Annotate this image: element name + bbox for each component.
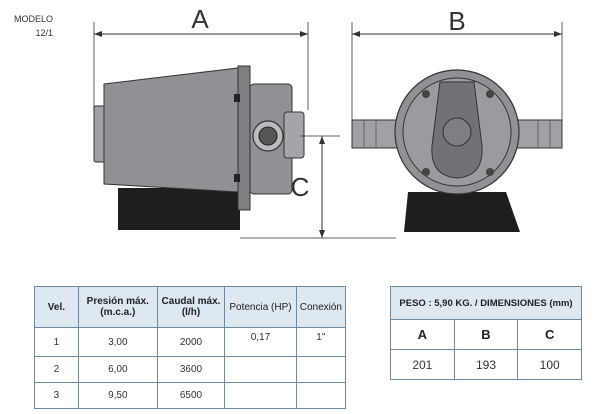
selector-hub: [442, 117, 472, 147]
pump-flange: [237, 65, 251, 211]
flange-bolt-top: [234, 94, 240, 102]
motor-body: [103, 67, 239, 193]
cell-conexion: 1": [295, 327, 347, 357]
table-row: 2 6,00 3600: [34, 356, 347, 383]
dimension-b-arrow-right: [554, 31, 562, 37]
header-potencia: Potencia (HP): [224, 286, 297, 328]
cell-presion: 9,50: [77, 382, 158, 409]
cell-caudal: 2000: [156, 327, 226, 357]
cell-vel: 2: [34, 356, 79, 383]
cell-potencia: [224, 382, 297, 409]
dims-header-a: A: [390, 319, 455, 350]
cell-vel: 3: [34, 382, 79, 409]
cover-bolt: [486, 168, 494, 176]
dimension-c-arrow-bottom: [319, 230, 325, 238]
cell-conexion: [295, 382, 347, 409]
dims-header-row: A B C: [390, 319, 582, 350]
header-conexion: Conexión: [295, 286, 347, 328]
cover-bolt: [422, 90, 430, 98]
pump-drawing: A C B: [93, 4, 563, 239]
dimension-a-arrow-left: [94, 31, 102, 37]
header-caudal: Caudal máx. (l/h): [156, 286, 226, 328]
dims-title-row: PESO : 5,90 KG. / DIMENSIONES (mm): [390, 286, 582, 320]
dimensions-table: PESO : 5,90 KG. / DIMENSIONES (mm) A B C…: [390, 286, 582, 380]
dims-values-row: 201 193 100: [390, 349, 582, 380]
specs-table: Vel. Presión máx. (m.c.a.) Caudal máx. (…: [34, 286, 347, 409]
dimension-c-label: C: [291, 172, 310, 202]
pump-outlet: [283, 111, 305, 159]
dimension-b-arrow-left: [352, 31, 360, 37]
dimension-a-label: A: [191, 4, 209, 34]
cover-bolt: [486, 90, 494, 98]
dims-header-b: B: [453, 319, 519, 350]
cell-vel: 1: [34, 327, 79, 357]
model-number: 12/1: [35, 28, 54, 38]
cell-potencia: [224, 356, 297, 383]
pump-port-inner: [258, 126, 278, 146]
dims-value-b: 193: [453, 349, 519, 380]
cell-caudal: 6500: [156, 382, 226, 409]
cell-caudal: 3600: [156, 356, 226, 383]
table-row: 1 3,00 2000 0,17 1": [34, 327, 347, 357]
cell-presion: 6,00: [77, 356, 158, 383]
dimension-b-label: B: [448, 6, 465, 36]
front-base: [404, 192, 520, 232]
table-row: 3 9,50 6500: [34, 382, 347, 409]
specs-header-row: Vel. Presión máx. (m.c.a.) Caudal máx. (…: [34, 286, 347, 328]
dimension-a-arrow-right: [300, 31, 308, 37]
cell-conexion: [295, 356, 347, 383]
dims-header-c: C: [517, 319, 582, 350]
model-title: MODELO: [14, 14, 54, 24]
pump-side-view: A C: [93, 4, 396, 239]
pump-front-view: B: [351, 6, 563, 232]
cell-presion: 3,00: [77, 327, 158, 357]
cell-potencia: 0,17: [224, 327, 297, 357]
motor-base: [118, 188, 240, 230]
dims-value-a: 201: [390, 349, 455, 380]
dims-value-c: 100: [517, 349, 582, 380]
model-label: MODELO 12/1: [14, 12, 53, 40]
flange-bolt-bottom: [234, 174, 240, 182]
header-presion: Presión máx. (m.c.a.): [77, 286, 158, 328]
dimension-c-arrow-top: [319, 136, 325, 144]
cover-bolt: [422, 168, 430, 176]
dims-title: PESO : 5,90 KG. / DIMENSIONES (mm): [390, 286, 582, 320]
header-vel: Vel.: [34, 286, 79, 328]
